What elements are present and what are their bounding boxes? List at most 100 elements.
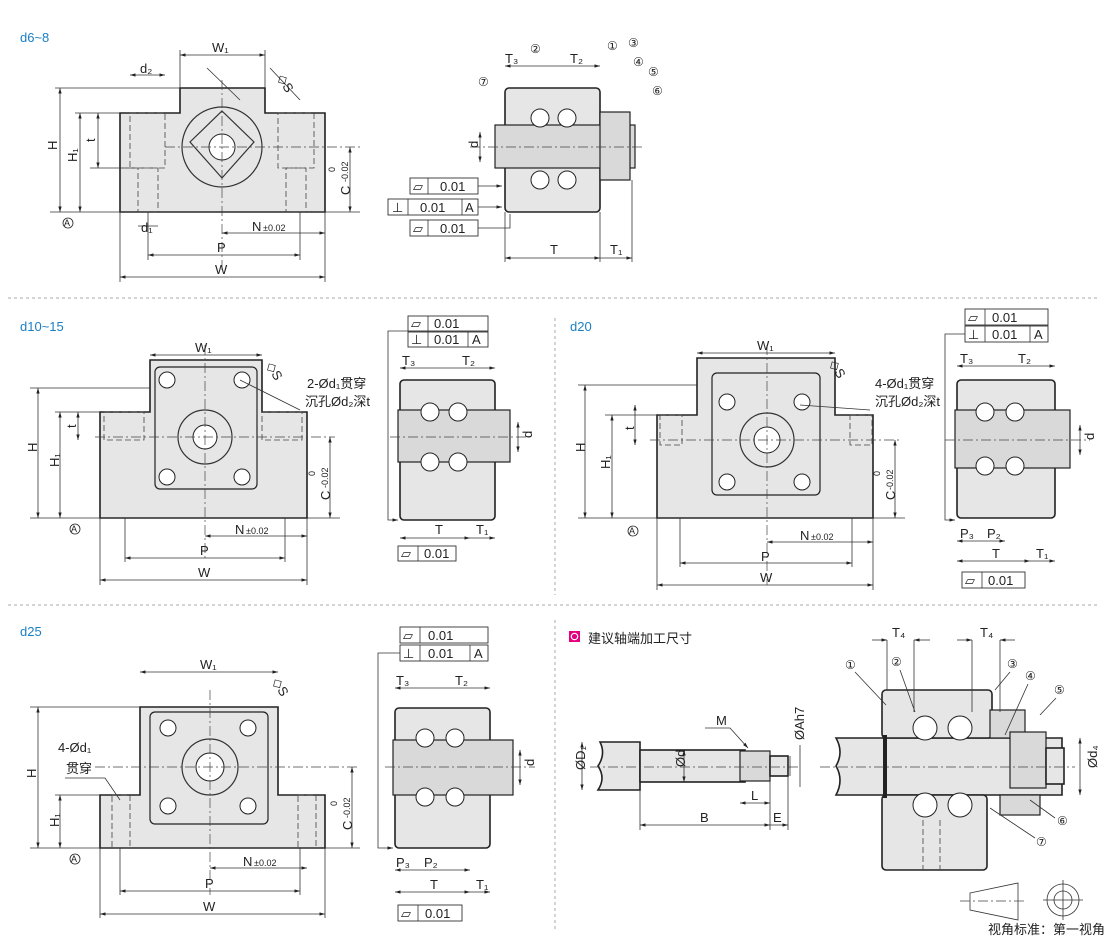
dim-t: t [64,424,79,428]
section-d25: d25 W₁ ◇S 4-Ød₁ 贯穿 H H₁ C 0 -0.02 N ±0.0… [20,624,537,922]
dim-n: N [243,854,252,869]
dim-w: W [760,570,773,585]
svg-text:▱: ▱ [413,221,423,236]
part-4: ④ [633,55,644,69]
dim-h: H [45,141,60,150]
projection-label: 视角标准：第一视角 [988,922,1105,937]
svg-text:0.01: 0.01 [420,200,445,215]
dim-t: T [430,877,438,892]
flatness-frame: ▱ 0.01 [961,571,1026,589]
dim-t: T [550,242,558,257]
dim-b: B [700,810,709,825]
dim-t1: T₁ [476,877,489,892]
dim-t2: T₂ [1018,351,1031,366]
dim-t3: T₃ [505,51,518,66]
note-holes: 4-Ød₁ [58,740,92,755]
dim-c-upper: 0 [872,471,882,476]
dim-d: d [466,141,481,148]
dim-c-upper: 0 [329,801,339,806]
svg-text:0.01: 0.01 [440,179,465,194]
svg-text:0.01: 0.01 [992,310,1017,325]
section-title: d10~15 [20,319,64,334]
note-counterbore: 沉孔Ød₂深t [875,394,940,409]
dim-d: d [522,759,537,766]
section-title: d6~8 [20,30,49,45]
part-3: ③ [628,36,639,50]
dim-w: W [203,899,216,914]
dim-t1: T₁ [610,242,623,257]
svg-text:0.01: 0.01 [988,573,1013,588]
dim-w1: W₁ [200,657,217,672]
dim-l: L [751,788,758,803]
front-view: W₁ ◇S 4-Ød₁贯穿 沉孔Ød₂深t H H₁ t C 0 -0.02 N… [573,338,940,590]
flatness-frame: ▱ 0.01 [409,219,479,237]
dim-h: H [25,443,40,452]
flatness-frame: ▱0.01 [407,315,489,332]
datum-a: A [71,524,77,534]
projection-symbol: 视角标准：第一视角 [960,880,1105,937]
assembly-view: T₄ T₄ Ød₄ ① ② ③ ④ ⑤ ⑥ ⑦ [820,625,1100,871]
dim-p3: P₃ [396,855,410,870]
part-7: ⑦ [1036,835,1047,849]
dim-e: E [773,810,782,825]
svg-text:▱: ▱ [403,628,413,643]
flatness-frame: ▱0.01 [397,545,457,562]
dim-n-tol: ±0.02 [263,223,285,233]
dim-c-lower: -0.02 [320,467,330,488]
section-d20: d20 W₁ ◇S 4-Ød₁贯穿 沉孔Ød₂深t H H₁ t C 0 -0.… [570,308,1097,590]
dim-c-lower: -0.02 [342,797,352,818]
svg-text:A: A [1034,327,1043,342]
note-holes: 2-Ød₁贯穿 [307,376,366,391]
dim-w1: W₁ [757,338,774,353]
section-marker-icon [569,631,580,642]
dim-m: M [716,713,727,728]
dim-c: C [338,186,353,195]
dim-s: ◇S [274,71,296,95]
svg-text:0.01: 0.01 [434,332,459,347]
svg-text:⊥: ⊥ [411,332,422,347]
svg-text:0.01: 0.01 [428,628,453,643]
part-3: ③ [1007,657,1018,671]
svg-text:0.01: 0.01 [440,221,465,236]
svg-text:▱: ▱ [965,573,975,588]
dim-t4: T₄ [892,625,905,640]
part-7: ⑦ [478,75,489,89]
dim-t: t [622,426,637,430]
dim-t3: T₃ [402,353,415,368]
part-5: ⑤ [1054,683,1065,697]
dim-h1: H₁ [65,148,80,162]
datum-a: A [64,218,70,228]
front-view: W₁ d₂ ◇S H H₁ t C 0 -0.02 d₁ N ±0.02 P W… [45,40,360,282]
section-d6-8: d6~8 W₁ d₂ ◇S H H₁ t C 0 -0.02 d₁ N ±0.0… [20,30,663,282]
dim-c-upper: 0 [327,167,337,172]
svg-text:0.01: 0.01 [424,546,449,561]
svg-text:A: A [465,200,474,215]
part-1: ① [845,658,856,672]
dim-n-tol: ±0.02 [811,532,833,542]
dim-w1: W₁ [212,40,229,55]
dim-p: P [200,543,209,558]
note-through: 贯穿 [66,761,92,776]
dim-h: H [573,443,588,452]
dim-s: ◇S [269,675,291,699]
dim-c-lower: -0.02 [885,469,895,490]
svg-text:▱: ▱ [413,179,423,194]
dim-h: H [24,769,39,778]
part-1: ① [607,39,618,53]
dim-h1: H₁ [47,813,62,827]
dim-p: P [205,876,214,891]
dim-t: T [992,546,1000,561]
svg-text:▱: ▱ [401,906,411,921]
dim-h1: H₁ [47,453,62,467]
dim-t2: T₂ [570,51,583,66]
part-2: ② [891,655,902,669]
svg-text:0.01: 0.01 [425,906,450,921]
dim-t1: T₁ [1036,546,1049,561]
part-4: ④ [1025,669,1036,683]
front-view: W₁ ◇S 2-Ød₁贯穿 沉孔Ød₂深t H H₁ t C 0 -0.02 N… [25,340,370,585]
dim-n-tol: ±0.02 [254,858,276,868]
